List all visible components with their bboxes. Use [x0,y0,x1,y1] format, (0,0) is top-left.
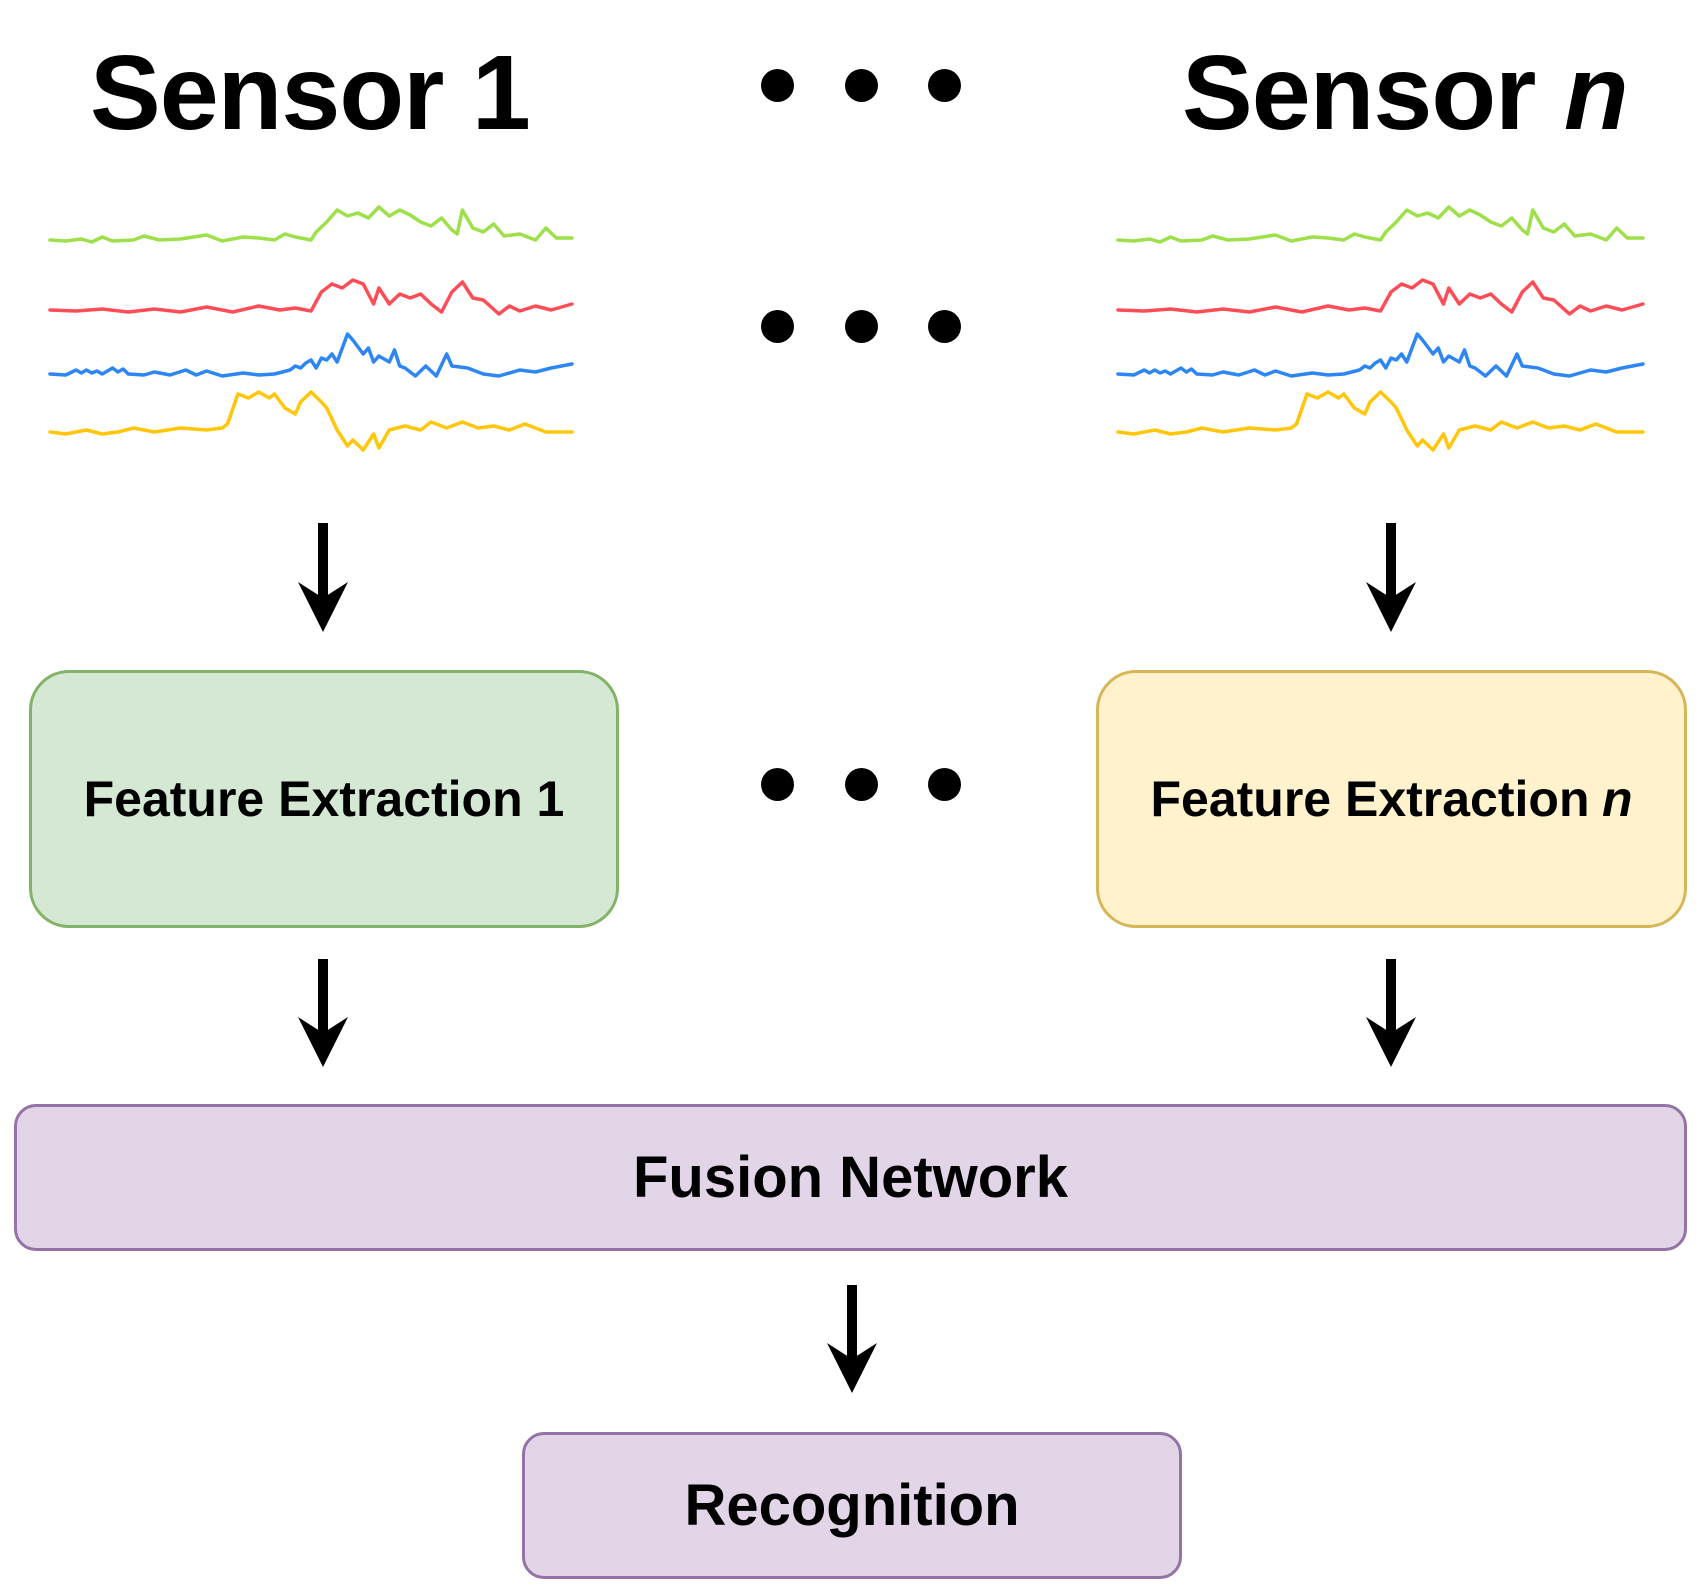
sensor-1-signals [48,205,574,452]
arrow-sensor-1-to-feature-1 [298,523,348,632]
recognition-label: Recognition [684,1473,1020,1538]
recognition-box: Recognition [522,1432,1182,1579]
ellipsis-dot [845,310,878,343]
sensor-n-signals [1116,205,1645,452]
ellipsis-dot [761,69,794,102]
sensor-1-signal-channel-2 [48,278,574,316]
arrow-feature-n-to-fusion [1366,959,1416,1067]
fusion-network-box: Fusion Network [14,1104,1687,1251]
flow-arrows [298,523,1416,1393]
feature-extraction-n-index: n [1601,771,1633,827]
sensor-1-signal-channel-4 [48,390,574,452]
ellipsis-dot [928,768,961,801]
arrow-sensor-n-to-feature-n [1366,523,1416,632]
arrowhead-icon [1366,582,1416,632]
sensor-1-title: Sensor 1 [90,40,531,146]
arrow-feature-1-to-fusion [298,959,348,1067]
sensor-n-title: Sensor n [1182,40,1629,146]
arrowhead-icon [827,1343,877,1393]
sensor-n-signal-channel-2 [1116,278,1645,316]
arrow-fusion-to-recognition [827,1285,877,1393]
arrowhead-icon [298,1017,348,1067]
ellipsis-dot [845,768,878,801]
fusion-network-label: Fusion Network [632,1145,1069,1210]
sensor-n-signal-channel-4 [1116,390,1645,452]
feature-extraction-1-index: 1 [536,771,565,827]
sensor-n-label: Sensor [1182,34,1536,152]
feature-extraction-1-label: Feature Extraction [83,771,523,827]
sensor-1-label: Sensor [90,34,444,152]
sensor-n-signal-channel-3 [1116,332,1645,378]
sensor-n-signal-channel-1 [1116,205,1645,244]
feature-extraction-n-label: Feature Extraction [1150,771,1590,827]
ellipsis-dot [761,768,794,801]
arrowhead-icon [298,582,348,632]
ellipsis-dot [761,310,794,343]
sensor-n-index: n [1563,34,1629,152]
sensor-1-signal-channel-1 [48,205,574,244]
sensor-1-signal-channel-3 [48,332,574,378]
feature-extraction-1-box: Feature Extraction 1 [29,670,619,928]
arrowhead-icon [1366,1017,1416,1067]
ellipsis-dot [845,69,878,102]
ellipsis-dot [928,69,961,102]
sensor-1-index: 1 [471,34,531,152]
ellipsis-dot [928,310,961,343]
